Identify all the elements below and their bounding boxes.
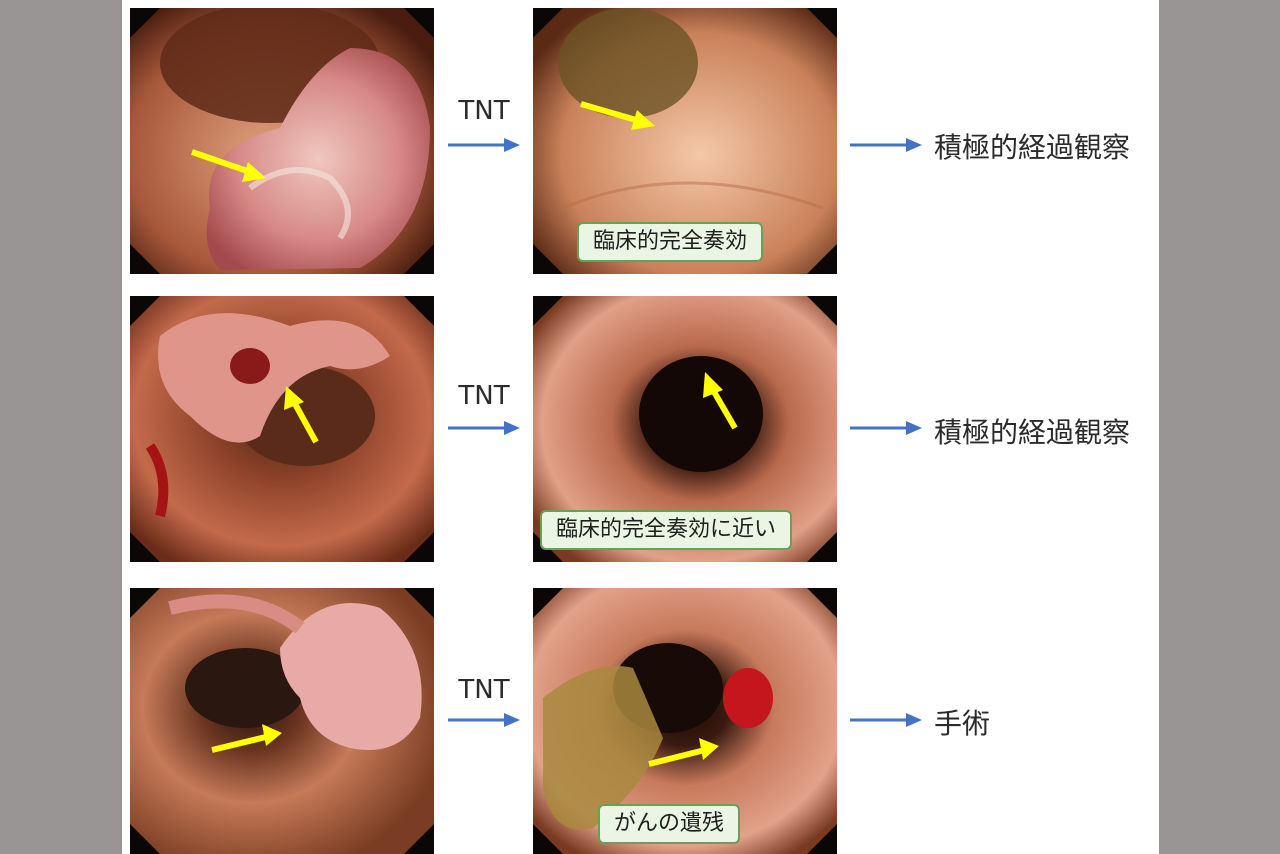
pointer-arrow-yellow [211,724,282,753]
endoscopy-image [533,8,837,274]
response-badge: がんの遺残 [598,804,741,844]
treatment-label: TNT [458,675,510,705]
response-badge: 臨床的完全奏効に近い [540,510,793,550]
pointer-arrow-yellow [284,386,319,444]
endoscopy-photo-before-row3 [130,588,434,854]
response-badge: 臨床的完全奏効 [577,222,764,262]
right-arrow-icon [448,421,520,435]
right-arrow-icon [448,138,520,152]
pointer-arrow-yellow [580,101,655,130]
treatment-label: TNT [458,96,510,126]
outcome-label: 手術 [934,707,991,740]
right-arrow-icon [448,713,520,727]
outcome-label: 積極的経過観察 [934,131,1131,164]
endoscopy-image [533,296,837,562]
endoscopy-photo-before-row2 [130,296,434,562]
endoscopy-image [533,588,837,854]
treatment-label: TNT [458,381,510,411]
right-arrow-icon [850,713,922,727]
endoscopy-image [130,8,434,274]
endoscopy-image [130,588,434,854]
endoscopy-photo-before-row1 [130,8,434,274]
right-arrow-icon [850,421,922,435]
outcome-label: 積極的経過観察 [934,416,1131,449]
pointer-arrow-yellow [648,738,719,767]
right-arrow-icon [850,138,922,152]
pointer-arrow-yellow [191,149,266,182]
pointer-arrow-yellow [703,372,738,430]
